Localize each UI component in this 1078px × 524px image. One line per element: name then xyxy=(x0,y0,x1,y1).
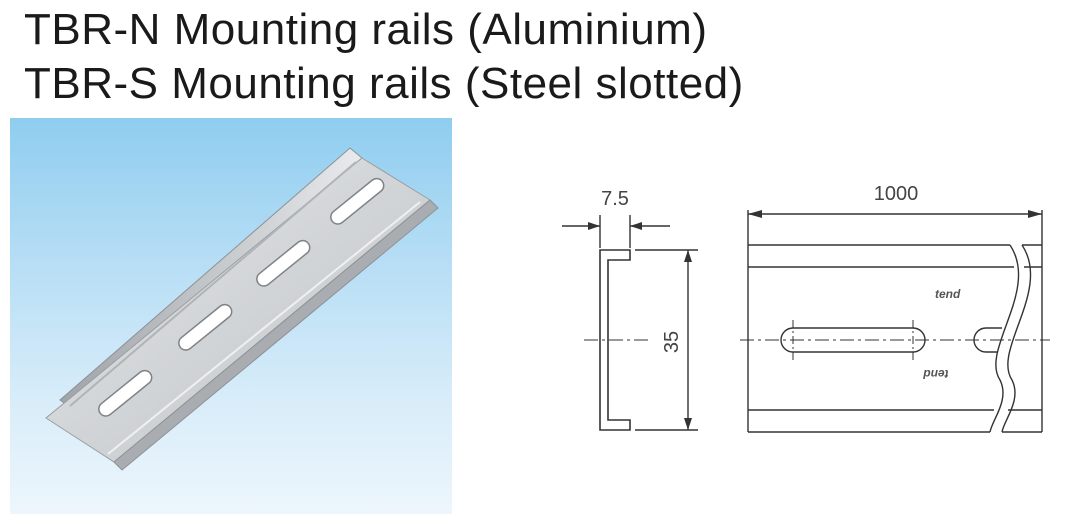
dim-length-label: 1000 xyxy=(874,183,919,205)
technical-drawing: 7.5 35 1000 tend tend xyxy=(562,183,1050,433)
rail-photo xyxy=(10,118,452,514)
rail-profile xyxy=(599,249,631,431)
brand-mark-bottom: tend xyxy=(923,367,949,381)
title-line-2: TBR-S Mounting rails (Steel slotted) xyxy=(24,59,744,108)
dim-height-label: 35 xyxy=(661,331,683,353)
brand-mark-top: tend xyxy=(935,287,961,301)
din-rail-illustration xyxy=(45,147,439,471)
title-line-1: TBR-N Mounting rails (Aluminium) xyxy=(24,5,708,54)
dim-flange-label: 7.5 xyxy=(601,188,629,210)
